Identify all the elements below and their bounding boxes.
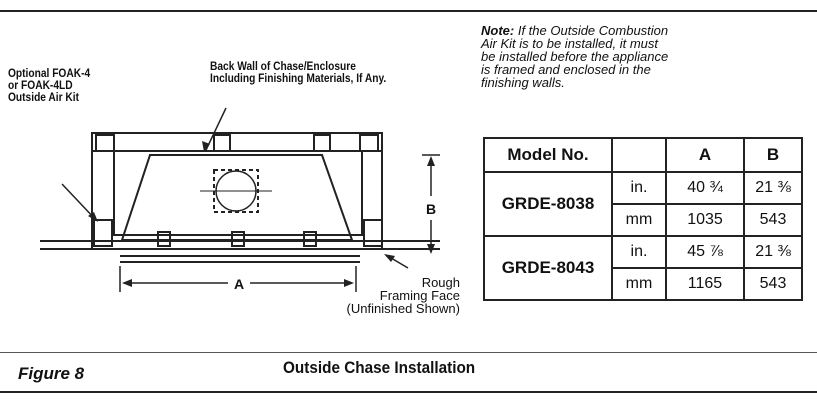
table-row: mm 1165 543: [484, 267, 803, 301]
model-cell: GRDE-8038: [483, 171, 613, 237]
figure-title: Outside Chase Installation: [283, 358, 476, 377]
table-row: GRDE-8043 in. 45 ⅞ 21 ⅜: [483, 235, 803, 301]
value-b-cell: 543: [743, 267, 803, 301]
value-a-cell: 40 ¾: [665, 171, 745, 205]
header-model: Model No.: [483, 137, 613, 173]
stud: [93, 219, 113, 247]
stud: [213, 134, 231, 152]
model-cell: GRDE-8043: [483, 235, 613, 301]
dimension-table: Model No. A B GRDE-8038 in. 40 ¾ 21 ⅜ mm…: [483, 137, 803, 301]
header-b: B: [743, 137, 803, 173]
unit-cell: in.: [611, 235, 667, 269]
stud: [359, 134, 379, 152]
caption-rule: [0, 352, 817, 353]
note-prefix: Note:: [481, 23, 515, 38]
value-a-cell: 45 ⅞: [665, 235, 745, 269]
header-a: A: [665, 137, 745, 173]
chase-installation-diagram: [40, 107, 440, 292]
value-b-cell: 21 ⅜: [743, 171, 803, 205]
bottom-rule: [0, 391, 817, 393]
stud: [231, 231, 245, 247]
top-rule: [0, 10, 817, 12]
table-row: GRDE-8038 in. 40 ¾ 21 ⅜: [483, 171, 803, 237]
figure-number: Figure 8: [18, 364, 85, 383]
back-wall-label: Back Wall of Chase/Enclosure Including F…: [210, 59, 387, 85]
unit-cell: mm: [611, 267, 667, 301]
stud: [313, 134, 331, 152]
fireplace-outline: [120, 154, 354, 241]
unit-cell: mm: [611, 203, 667, 237]
stud: [303, 231, 317, 247]
value-a-cell: 1035: [665, 203, 745, 237]
air-kit-label: Optional FOAK-4 or FOAK-4LD Outside Air …: [8, 66, 91, 104]
installation-note: Note: If the Outside Combustion Air Kit …: [481, 23, 669, 90]
unit-cell: in.: [611, 171, 667, 205]
value-b-cell: 21 ⅜: [743, 235, 803, 269]
table-row: mm 1035 543: [484, 203, 803, 237]
stud: [363, 219, 383, 247]
dimension-b-label: B: [426, 201, 437, 217]
stud: [95, 134, 115, 152]
rough-framing-label: Rough Framing Face (Unfinished Shown): [346, 275, 460, 316]
dimension-a-label: A: [234, 276, 245, 292]
stud: [157, 231, 171, 247]
value-a-cell: 1165: [665, 267, 745, 301]
header-unit: [611, 137, 667, 173]
table-header-row: Model No. A B: [483, 137, 803, 173]
value-b-cell: 543: [743, 203, 803, 237]
